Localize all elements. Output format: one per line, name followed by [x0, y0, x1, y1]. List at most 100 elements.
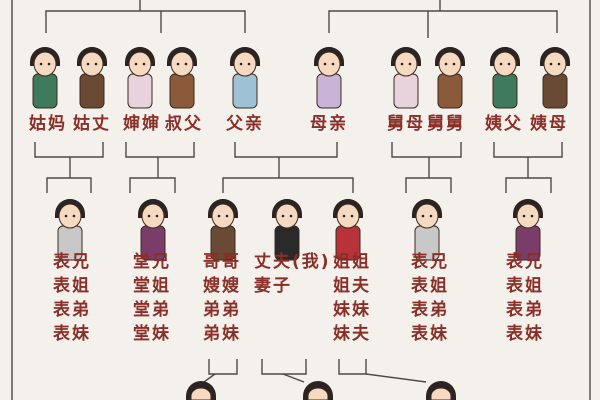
relative-label: 表姐	[411, 276, 449, 296]
label-aunt-husband: 姑丈	[73, 114, 111, 134]
figure-eye	[342, 214, 346, 218]
connector-line	[222, 177, 354, 193]
figure-face	[317, 51, 341, 77]
figure-eye	[217, 214, 221, 218]
figure-body	[542, 73, 568, 109]
figure-eye	[134, 62, 138, 66]
character-figure	[435, 47, 465, 109]
relative-label: 表姐	[53, 276, 91, 296]
figure-face	[233, 51, 257, 77]
figure-eye	[142, 62, 146, 66]
connector-line	[391, 142, 462, 158]
connector-line	[365, 373, 427, 383]
figure-face	[493, 51, 517, 77]
relative-label: 弟弟	[203, 300, 241, 320]
figure-eye	[184, 62, 188, 66]
figure-eye	[247, 62, 251, 66]
label-father: 父亲	[226, 114, 264, 134]
figure-fringe	[517, 199, 539, 210]
figure-fringe	[318, 47, 340, 58]
figure-eye	[289, 214, 293, 218]
relative-label: 堂兄	[133, 252, 171, 272]
figure-eye	[350, 214, 354, 218]
relative-label: 堂妹	[133, 324, 171, 344]
figure-fringe	[439, 47, 461, 58]
relative-label: 丈夫(我)	[254, 252, 331, 272]
label-maternal-uncle: 舅舅	[427, 114, 465, 134]
figure-eye	[39, 62, 43, 66]
figure-fringe	[129, 47, 151, 58]
figure-eye	[72, 214, 76, 218]
relative-label: 妻子	[254, 276, 292, 296]
relative-label: 表弟	[53, 300, 91, 320]
figure-eye	[281, 214, 285, 218]
character-figure	[513, 199, 543, 261]
figure-face	[141, 203, 165, 229]
connector-line	[505, 177, 552, 193]
figure-fringe	[276, 199, 298, 210]
figure-eye	[522, 214, 526, 218]
figure-eye	[239, 62, 243, 66]
figure-face	[128, 51, 152, 77]
character-figure	[412, 199, 442, 261]
relative-label: 表妹	[411, 324, 449, 344]
figure-fringe	[59, 199, 81, 210]
relative-label: 妹夫	[333, 324, 371, 344]
relative-label: 表兄	[411, 252, 449, 272]
figure-face	[543, 51, 567, 77]
relative-label: 堂弟	[133, 300, 171, 320]
figure-face	[80, 51, 104, 77]
connector-line	[34, 142, 104, 158]
relative-label: 表弟	[506, 300, 544, 320]
figure-eye	[331, 62, 335, 66]
figure-face	[211, 203, 235, 229]
figure-body	[437, 73, 463, 109]
figure-eye	[507, 62, 511, 66]
figure-face	[170, 51, 194, 77]
character-figure	[230, 47, 260, 109]
figure-body	[169, 73, 195, 109]
connector-line	[46, 177, 92, 193]
connector-line	[328, 10, 558, 33]
character-figure	[303, 381, 333, 400]
character-figure	[272, 199, 302, 261]
figure-eye	[429, 214, 433, 218]
figure-fringe	[395, 47, 417, 58]
figure-eye	[147, 214, 151, 218]
figure-body	[492, 73, 518, 109]
relative-label: 表妹	[506, 324, 544, 344]
character-figure	[125, 47, 155, 109]
figure-face	[33, 51, 57, 77]
label-uncle-paternal: 叔父	[165, 114, 203, 134]
figure-fringe	[337, 199, 359, 210]
relative-label: 表兄	[506, 252, 544, 272]
relative-label: 哥哥	[203, 252, 241, 272]
figure-face	[438, 51, 462, 77]
figure-face	[516, 203, 540, 229]
figure-fringe	[212, 199, 234, 210]
figure-face	[336, 203, 360, 229]
relative-label: 姐姐	[333, 252, 371, 272]
connector-line	[208, 359, 238, 375]
figure-eye	[47, 62, 51, 66]
figure-fringe	[34, 47, 56, 58]
label-uncle-wife: 婶婶	[123, 114, 161, 134]
figure-body	[32, 73, 58, 109]
figure-fringe	[81, 47, 103, 58]
figure-eye	[444, 62, 448, 66]
character-figure	[391, 47, 421, 109]
connector-line	[405, 177, 452, 193]
figure-fringe	[171, 47, 193, 58]
relative-label: 妹妹	[333, 300, 371, 320]
character-figure	[490, 47, 520, 109]
character-figure	[30, 47, 60, 109]
figure-eye	[557, 62, 561, 66]
relative-label: 表妹	[53, 324, 91, 344]
character-figure	[55, 199, 85, 261]
connector-line	[203, 373, 216, 383]
connector-line	[45, 10, 246, 33]
label-aunt-paternal: 姑妈	[29, 114, 67, 134]
label-maternal-aunt: 姨母	[530, 114, 568, 134]
relative-label: 嫂嫂	[203, 276, 241, 296]
